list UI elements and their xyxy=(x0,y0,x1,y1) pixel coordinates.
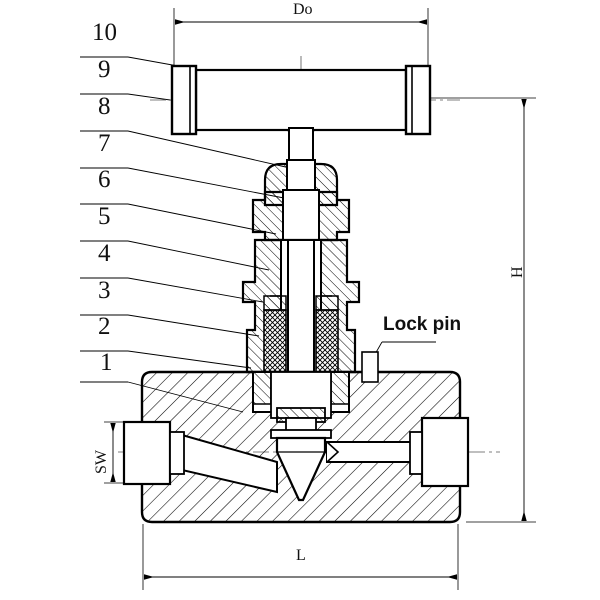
callout-label-9: 9 xyxy=(98,56,111,83)
dimension-h xyxy=(430,97,536,523)
callout-label-8: 8 xyxy=(98,93,111,120)
callout-label-7: 7 xyxy=(98,130,111,157)
dimension-label-l: L xyxy=(296,547,306,564)
callout-label-5: 5 xyxy=(98,203,111,230)
dimension-label-do: Do xyxy=(293,1,313,18)
dimension-l xyxy=(142,524,459,590)
outlet-port-boss xyxy=(409,416,470,488)
handle-tbar xyxy=(170,64,432,149)
needle-cone-plug xyxy=(275,436,327,502)
lock-pin-label: Lock pin xyxy=(383,314,462,335)
dimension-label-sw: SW xyxy=(93,450,110,474)
dimension-do xyxy=(173,8,429,72)
packing-rings xyxy=(263,295,339,373)
callout-label-1: 1 xyxy=(100,349,113,376)
inlet-port-boss xyxy=(122,420,185,486)
callout-label-2: 2 xyxy=(98,313,111,340)
lock-pin xyxy=(361,351,379,383)
callout-label-3: 3 xyxy=(98,277,111,304)
callout-label-6: 6 xyxy=(98,166,111,193)
gland-hex-nut xyxy=(251,189,351,243)
callout-label-10: 10 xyxy=(92,19,117,46)
callout-label-4: 4 xyxy=(98,240,111,267)
outlet-passage xyxy=(326,441,416,463)
dimension-label-h: H xyxy=(509,266,526,278)
